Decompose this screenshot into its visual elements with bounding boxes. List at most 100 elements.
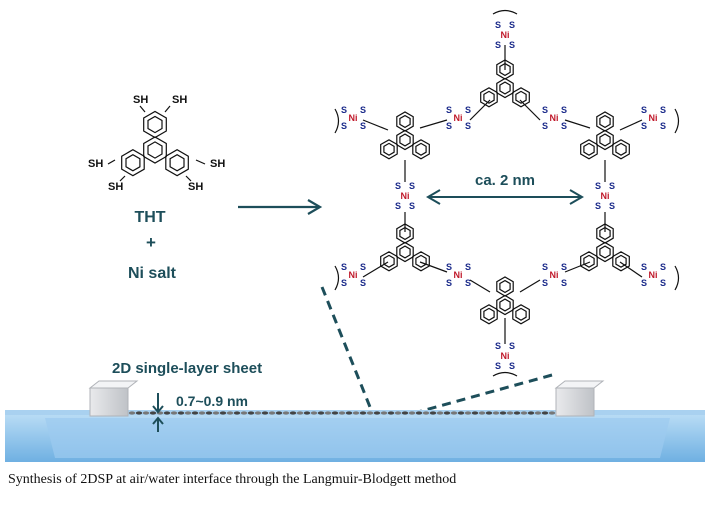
sulfur-atom: S xyxy=(609,181,615,191)
triphenylene-node xyxy=(480,59,530,108)
film-molecule xyxy=(548,411,556,415)
reaction-arrow xyxy=(238,199,323,215)
sh-bond xyxy=(185,175,192,182)
film-molecule xyxy=(303,411,311,415)
sulfur-atom: S xyxy=(360,121,366,131)
langmuir-trough xyxy=(5,410,705,462)
aromatic-circle xyxy=(515,307,527,321)
framework-bond xyxy=(519,99,541,121)
aromatic-circle xyxy=(599,114,611,129)
film-molecule xyxy=(324,411,332,415)
sh-bond xyxy=(119,175,126,182)
benzene-ring xyxy=(380,139,398,160)
aromatic-circle xyxy=(399,226,411,241)
zoom-line-right xyxy=(417,373,553,414)
film-molecule xyxy=(149,411,157,415)
sulfur-atom: S xyxy=(561,278,567,288)
sulfur-atom: S xyxy=(495,361,501,371)
film-molecule xyxy=(485,411,493,415)
sulfur-atom: S xyxy=(660,105,666,115)
sulfur-atom: S xyxy=(341,121,347,131)
nickel-atom: Ni xyxy=(550,270,559,280)
benzene-ring xyxy=(380,251,398,272)
film-molecule xyxy=(205,411,213,415)
truncation-arc xyxy=(674,108,680,134)
truncation-arc xyxy=(492,9,518,15)
sulfur-atom: S xyxy=(495,341,501,351)
film-molecule xyxy=(254,411,262,415)
benzene-ring xyxy=(580,251,598,272)
sulfur-atom: S xyxy=(341,278,347,288)
sulfur-atom: S xyxy=(641,262,647,272)
sulfur-atom: S xyxy=(660,121,666,131)
tht-monomer-structure: SH SH SH SH SH SH xyxy=(88,94,225,193)
film-molecule xyxy=(310,411,318,415)
benzene-ring xyxy=(396,241,414,263)
framework-bond xyxy=(469,99,491,121)
sulfur-atom: S xyxy=(360,262,366,272)
benzene-ring xyxy=(412,139,430,160)
sulfur-atom: S xyxy=(542,278,548,288)
aromatic-circle xyxy=(499,279,511,294)
benzene-ring xyxy=(596,129,614,151)
sulfur-atom: S xyxy=(561,121,567,131)
aromatic-circle xyxy=(499,298,511,312)
aromatic-circle xyxy=(599,133,611,147)
film-molecule xyxy=(450,411,458,415)
film-molecule xyxy=(422,411,430,415)
film-molecule xyxy=(366,411,374,415)
sulfur-atom: S xyxy=(542,121,548,131)
aromatic-circle xyxy=(483,307,495,321)
film-molecule xyxy=(219,411,227,415)
film-molecule xyxy=(261,411,269,415)
film-molecule xyxy=(513,411,521,415)
sulfur-atom: S xyxy=(446,262,452,272)
sulfur-atom: S xyxy=(660,278,666,288)
truncation-arc xyxy=(334,265,340,291)
benzene-ring xyxy=(121,149,145,177)
sulfur-atom: S xyxy=(641,121,647,131)
film-molecule xyxy=(282,411,290,415)
sulfur-atom: S xyxy=(360,278,366,288)
film-molecule xyxy=(527,411,535,415)
sulfur-atom: S xyxy=(465,105,471,115)
sulfur-atom: S xyxy=(595,201,601,211)
benzene-ring xyxy=(480,304,498,325)
film-molecule xyxy=(352,411,360,415)
sh-label-top-left: SH xyxy=(133,94,148,106)
sulfur-atom: S xyxy=(395,201,401,211)
sulfur-atom: S xyxy=(409,201,415,211)
film-molecule xyxy=(387,411,395,415)
sulfur-atom: S xyxy=(561,262,567,272)
framework-bond xyxy=(362,261,389,278)
aromatic-circle xyxy=(499,81,511,95)
barrier-right xyxy=(554,380,605,417)
sh-bond xyxy=(164,105,171,113)
nickel-atom: Ni xyxy=(501,351,510,361)
film-molecule xyxy=(170,411,178,415)
film-molecule xyxy=(492,411,500,415)
sulfur-atom: S xyxy=(641,105,647,115)
framework-bond xyxy=(419,119,448,129)
aromatic-circle xyxy=(583,254,595,268)
barrier-left xyxy=(88,380,139,417)
plus-sign: + xyxy=(146,233,156,252)
film-molecule xyxy=(415,411,423,415)
sulfur-atom: S xyxy=(395,181,401,191)
sulfur-atom: S xyxy=(446,121,452,131)
film-molecule xyxy=(520,411,528,415)
film-molecule xyxy=(443,411,451,415)
sh-bond xyxy=(139,105,146,113)
sulfur-atom: S xyxy=(409,181,415,191)
sulfur-atom: S xyxy=(465,121,471,131)
sulfur-atom: S xyxy=(509,20,515,30)
sulfur-atom: S xyxy=(465,278,471,288)
benzene-ring xyxy=(596,223,614,244)
film-molecule xyxy=(345,411,353,415)
benzene-ring xyxy=(480,87,498,108)
truncation-arc xyxy=(492,371,518,377)
